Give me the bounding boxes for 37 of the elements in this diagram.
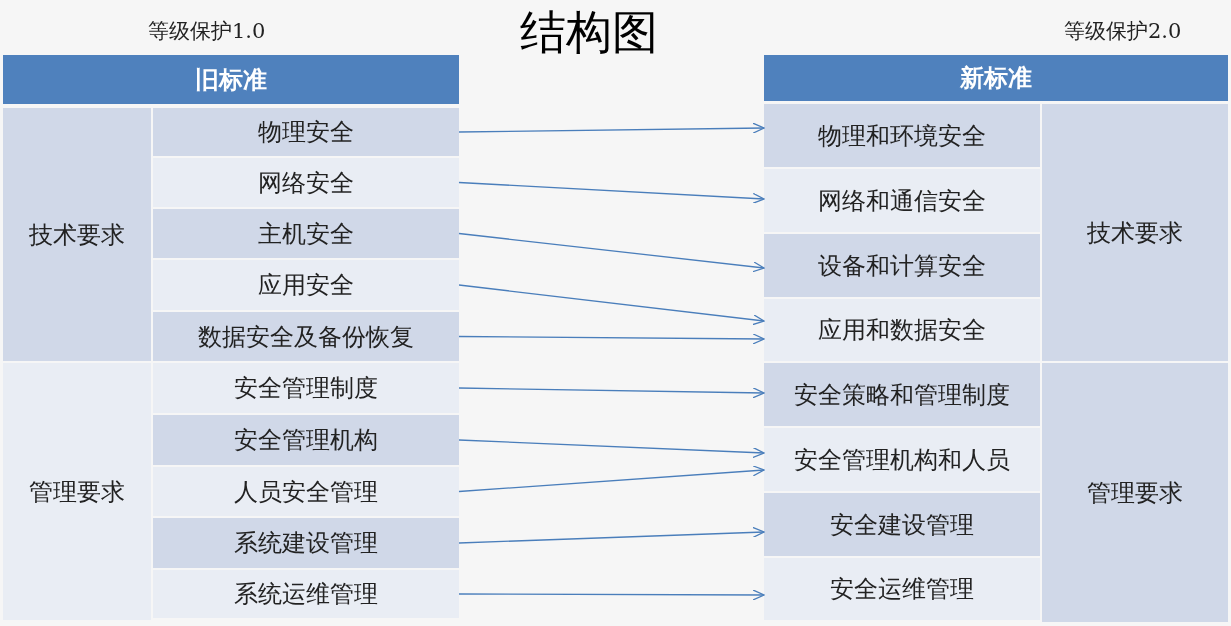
table-cell: 安全运维管理 — [764, 558, 1040, 620]
table-cell: 应用和数据安全 — [764, 299, 1040, 361]
table-cell: 安全管理机构 — [153, 415, 459, 465]
table-cell: 网络和通信安全 — [764, 169, 1040, 232]
table-cell: 设备和计算安全 — [764, 234, 1040, 297]
arrow — [458, 526, 765, 544]
arrow — [458, 465, 765, 493]
table-cell: 人员安全管理 — [153, 467, 459, 516]
category-cell: 管理要求 — [1042, 363, 1228, 622]
table-cell: 系统建设管理 — [153, 518, 459, 568]
table-cell: 物理和环境安全 — [764, 104, 1040, 167]
table-cell: 应用安全 — [153, 260, 459, 310]
table-cell: 安全管理机构和人员 — [764, 428, 1040, 491]
diagram-title: 结构图 — [520, 4, 658, 61]
arrow — [458, 284, 765, 326]
arrow — [458, 232, 765, 273]
table-cell: 网络安全 — [153, 158, 459, 207]
category-cell: 技术要求 — [1042, 104, 1228, 361]
arrow — [458, 122, 765, 134]
table-cell: 安全策略和管理制度 — [764, 363, 1040, 426]
arrow — [458, 387, 765, 399]
category-cell: 技术要求 — [3, 108, 151, 361]
table-cell: 安全建设管理 — [764, 493, 1040, 556]
table-header: 旧标准 — [3, 55, 459, 104]
arrow — [458, 589, 765, 601]
table-cell: 主机安全 — [153, 209, 459, 258]
table-cell: 物理安全 — [153, 108, 459, 156]
table-header: 新标准 — [764, 55, 1228, 101]
table-cell: 数据安全及备份恢复 — [153, 312, 459, 361]
version-label: 等级保护2.0 — [1064, 18, 1182, 45]
arrow — [458, 181, 765, 205]
arrow — [458, 333, 765, 345]
table-cell: 安全管理制度 — [153, 363, 459, 413]
version-label: 等级保护1.0 — [148, 18, 266, 45]
category-cell: 管理要求 — [3, 363, 151, 620]
table-cell: 系统运维管理 — [153, 570, 459, 618]
arrow — [458, 439, 765, 459]
